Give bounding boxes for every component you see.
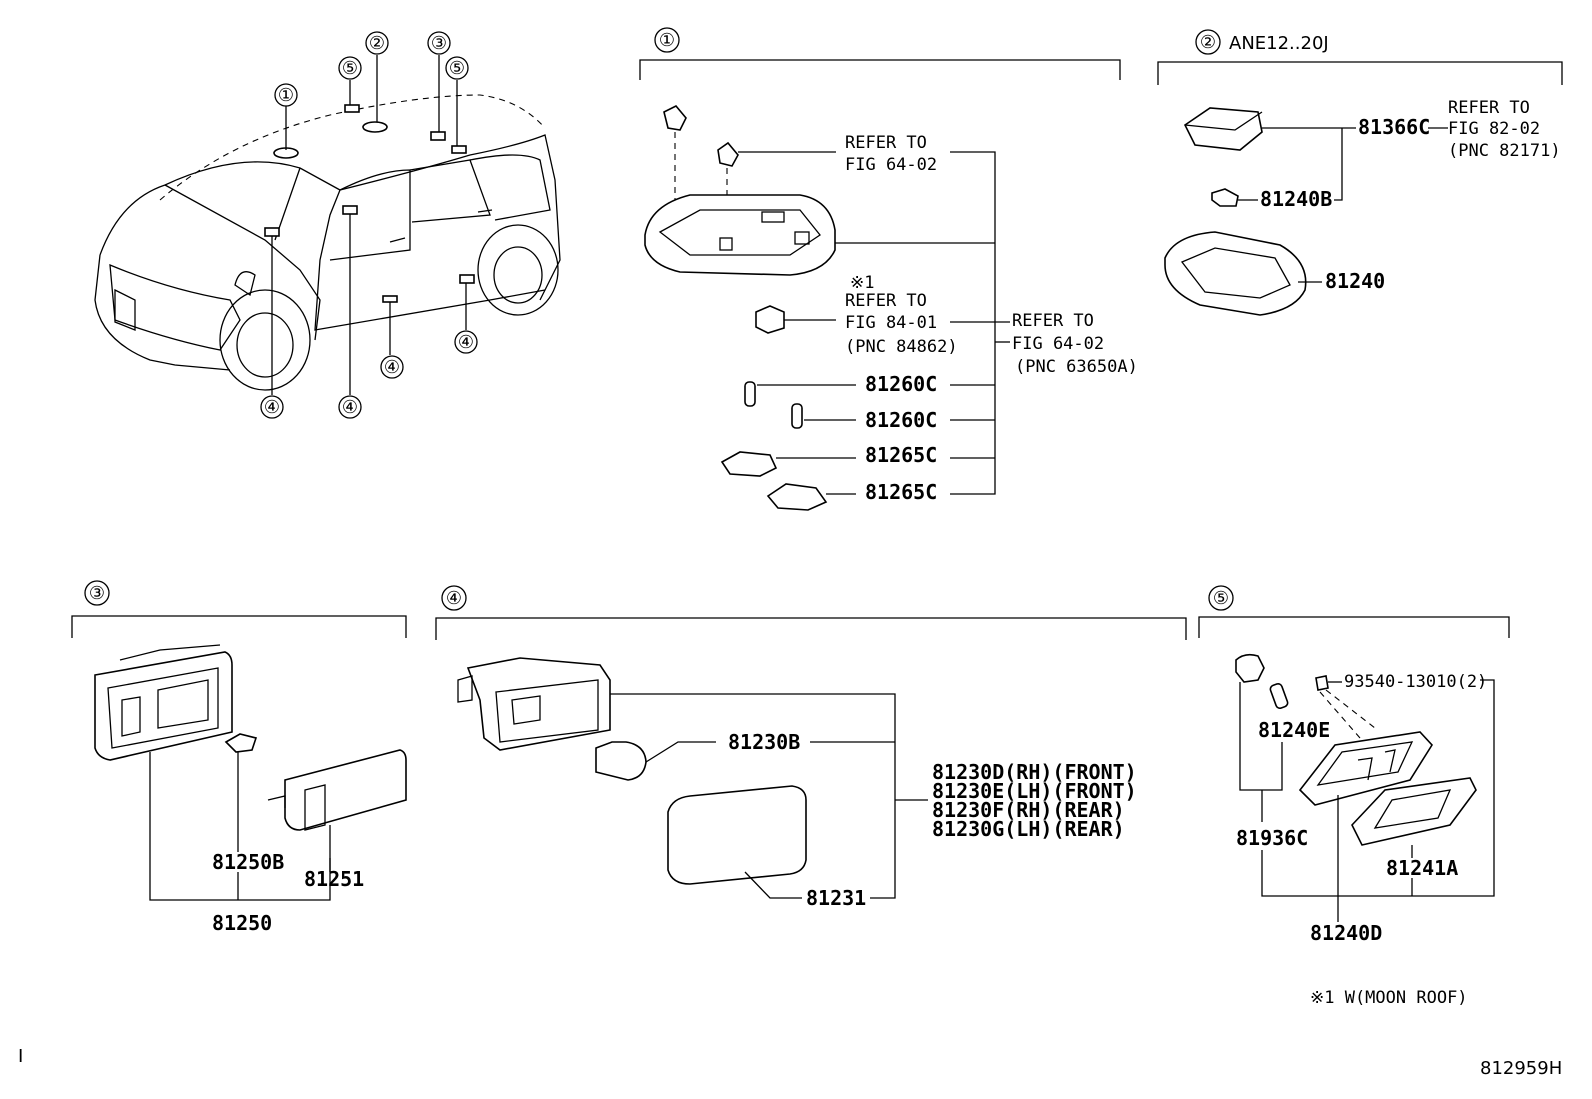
section-4-number: ④	[446, 588, 462, 609]
vehicle-illustration	[94, 55, 561, 395]
refer-d-line2: FIG 82-02	[1448, 119, 1540, 139]
part-81366c: 81366C	[1358, 115, 1430, 139]
part-81250b: 81250B	[212, 850, 284, 874]
section-3: ③ 81250B 81251 81250	[71, 580, 407, 935]
part-81260c-b: 81260C	[865, 408, 937, 432]
part-81936c: 81936C	[1236, 826, 1308, 850]
section-4: ④ 81230B 81231 81230D(RH)(FRONT) 81230E(…	[435, 585, 1187, 910]
refer-a-line2: FIG 64-02	[845, 155, 937, 175]
refer-a-line1: REFER TO	[845, 133, 927, 153]
refer-d-line3: (PNC 82171)	[1448, 141, 1561, 161]
callout-5a: ⑤	[342, 58, 358, 79]
section-2-number: ②	[1200, 32, 1216, 53]
part-81230b: 81230B	[728, 730, 800, 754]
callout-1: ①	[278, 85, 294, 106]
part-81265c-a: 81265C	[865, 443, 937, 467]
callout-4a: ④	[264, 397, 280, 418]
part-93540-13010: 93540-13010(2)	[1344, 672, 1487, 692]
section-2-model: ANE12..20J	[1229, 33, 1329, 54]
callout-5b: ⑤	[449, 58, 465, 79]
callout-2: ②	[369, 33, 385, 54]
corner-mark: I	[18, 1046, 23, 1067]
part-81240b: 81240B	[1260, 187, 1332, 211]
callout-3: ③	[431, 33, 447, 54]
part-81240d: 81240D	[1310, 921, 1382, 945]
part-81260c-a: 81260C	[865, 372, 937, 396]
variant-81230g: 81230G(LH)(REAR)	[932, 817, 1125, 841]
section-5: ⑤ 93540-13010(2) 81240E 81936C 81241A 81…	[1198, 585, 1510, 945]
part-81231: 81231	[806, 886, 866, 910]
footnote: ※1 W(MOON ROOF)	[1310, 988, 1468, 1008]
part-81240e: 81240E	[1258, 718, 1330, 742]
variant-81230d: 81230D(RH)(FRONT)	[932, 760, 1137, 784]
refer-c-line2: FIG 64-02	[1012, 334, 1104, 354]
part-81240: 81240	[1325, 269, 1385, 293]
part-81241a: 81241A	[1386, 856, 1458, 880]
section-2: ② ANE12..20J 81366C 81240B 81240 REFER T…	[1157, 29, 1563, 316]
callout-4c: ④	[384, 357, 400, 378]
callout-4d: ④	[458, 332, 474, 353]
refer-b-line3: (PNC 84862)	[845, 337, 958, 357]
section-3-number: ③	[89, 583, 105, 604]
refer-c-line1: REFER TO	[1012, 311, 1094, 331]
note-mark: ※1	[850, 273, 874, 293]
vehicle-callouts: ① ② ③ ⑤ ⑤ ④ ④ ④ ④	[260, 31, 478, 419]
refer-b-line1: REFER TO	[845, 291, 927, 311]
callout-4b: ④	[342, 397, 358, 418]
variant-81230f: 81230F(RH)(REAR)	[932, 798, 1125, 822]
figure-id: 812959H	[1480, 1058, 1562, 1079]
part-81251: 81251	[304, 867, 364, 891]
refer-d-line1: REFER TO	[1448, 98, 1530, 118]
refer-b-line2: FIG 84-01	[845, 313, 937, 333]
part-81250: 81250	[212, 911, 272, 935]
section-5-number: ⑤	[1213, 588, 1229, 609]
variant-81230e: 81230E(LH)(FRONT)	[932, 779, 1137, 803]
section-1: ① REFER TO FIG 64-02	[639, 27, 1138, 511]
section-1-number: ①	[659, 30, 675, 51]
refer-c-line3: (PNC 63650A)	[1015, 357, 1138, 377]
part-81265c-b: 81265C	[865, 480, 937, 504]
